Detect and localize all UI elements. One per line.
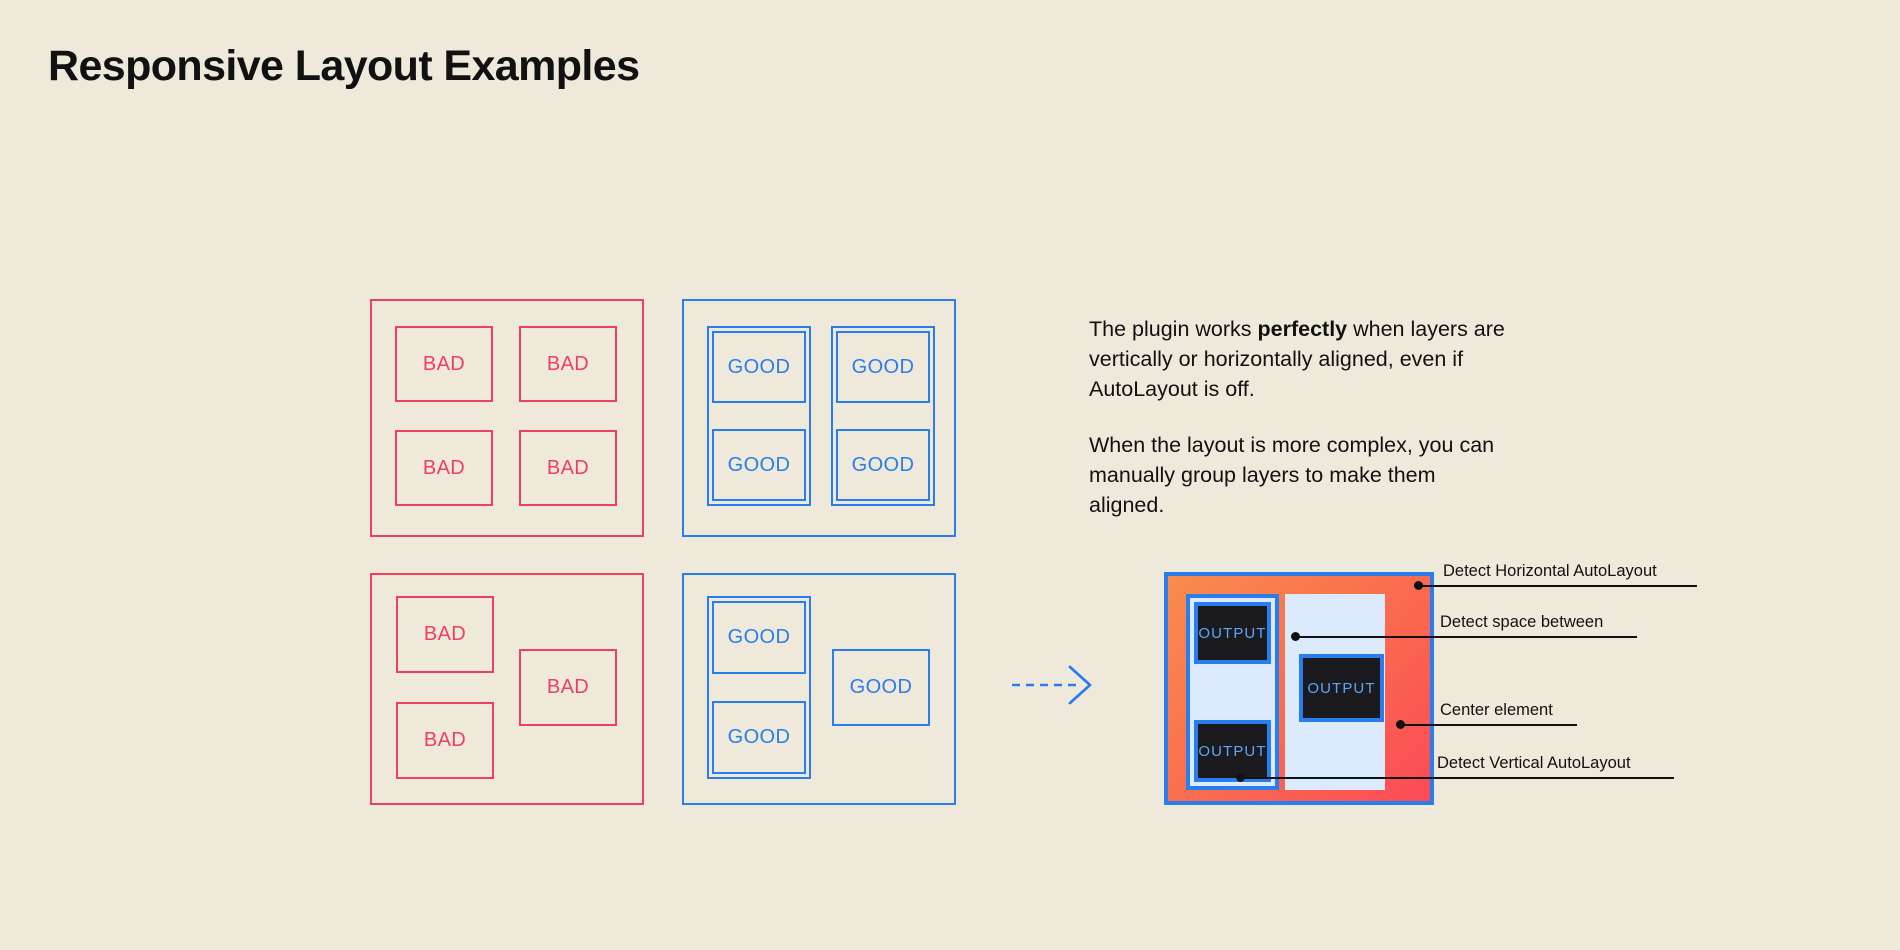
good-box: GOOD [832,649,930,726]
description-copy: The plugin works perfectly when layers a… [1089,314,1509,520]
bad-box: BAD [519,430,617,506]
good-box: GOOD [836,429,930,501]
page-title: Responsive Layout Examples [48,42,640,90]
annotation-anchor-dot [1396,720,1405,729]
annotation-label: Detect Horizontal AutoLayout [1443,562,1657,580]
output-box-label: OUTPUT [1198,624,1267,642]
good-group-column-right [831,326,935,506]
good-box-label: GOOD [727,453,791,476]
annotation-label: Detect Vertical AutoLayout [1437,754,1631,772]
detection-result-frame: OUTPUT OUTPUT OUTPUT [1164,572,1434,805]
bad-box: BAD [519,649,617,726]
bad-box: BAD [519,326,617,402]
good-box: GOOD [836,331,930,403]
bad-box-label: BAD [546,456,590,479]
example-panel-good-grid: GOOD GOOD GOOD GOOD [682,299,956,537]
bad-box: BAD [395,430,493,506]
good-box-label: GOOD [851,453,915,476]
bad-box: BAD [396,596,494,673]
good-box-label: GOOD [849,676,913,698]
bad-box-label: BAD [546,352,590,375]
example-panel-good-complex: GOOD GOOD GOOD [682,573,956,805]
copy-p1-bold: perfectly [1257,317,1348,341]
bad-box-label: BAD [422,352,466,375]
good-box: GOOD [712,331,806,403]
output-box-label: OUTPUT [1307,679,1376,697]
annotation-leader-line [1418,585,1442,587]
annotation-label: Center element [1440,701,1553,719]
good-box: GOOD [712,701,806,774]
copy-paragraph-1: The plugin works perfectly when layers a… [1089,314,1509,404]
good-box-label: GOOD [727,726,791,748]
copy-p1-part1: The plugin works [1089,317,1258,341]
annotation-leader-line [1240,777,1436,779]
output-box: OUTPUT [1194,602,1271,664]
annotation-leader-line [1295,636,1440,638]
good-box-label: GOOD [727,355,791,378]
bad-box-label: BAD [423,623,467,645]
bad-box: BAD [395,326,493,402]
good-box-label: GOOD [851,355,915,378]
output-box: OUTPUT [1194,720,1271,782]
good-group-stack [707,596,811,779]
copy-paragraph-2: When the layout is more complex, you can… [1089,433,1495,517]
bad-box-label: BAD [423,729,467,751]
bad-box-label: BAD [546,676,590,698]
good-box: GOOD [712,429,806,501]
good-box-label: GOOD [727,626,791,648]
annotation-anchor-dot [1291,632,1300,641]
annotation-anchor-dot [1236,773,1245,782]
annotation-anchor-dot [1414,581,1423,590]
good-box: GOOD [712,601,806,674]
annotation-label: Detect space between [1440,613,1604,631]
annotation-underline [1437,724,1577,726]
copy-p1-part2: when layers are vertically or horizontal… [1089,317,1505,401]
annotation-leader-line [1400,724,1440,726]
output-box: OUTPUT [1299,654,1384,722]
annotation-underline [1440,585,1697,587]
example-panel-bad-complex: BAD BAD BAD [370,573,644,805]
dashed-arrow-right-icon [1012,665,1092,705]
example-panel-bad-grid: BAD BAD BAD BAD [370,299,644,537]
annotation-underline [1437,636,1637,638]
output-box-label: OUTPUT [1198,742,1267,760]
bad-box-label: BAD [422,456,466,479]
bad-box: BAD [396,702,494,779]
good-group-column-left [707,326,811,506]
annotation-underline [1434,777,1674,779]
transition-arrow [1010,662,1110,708]
